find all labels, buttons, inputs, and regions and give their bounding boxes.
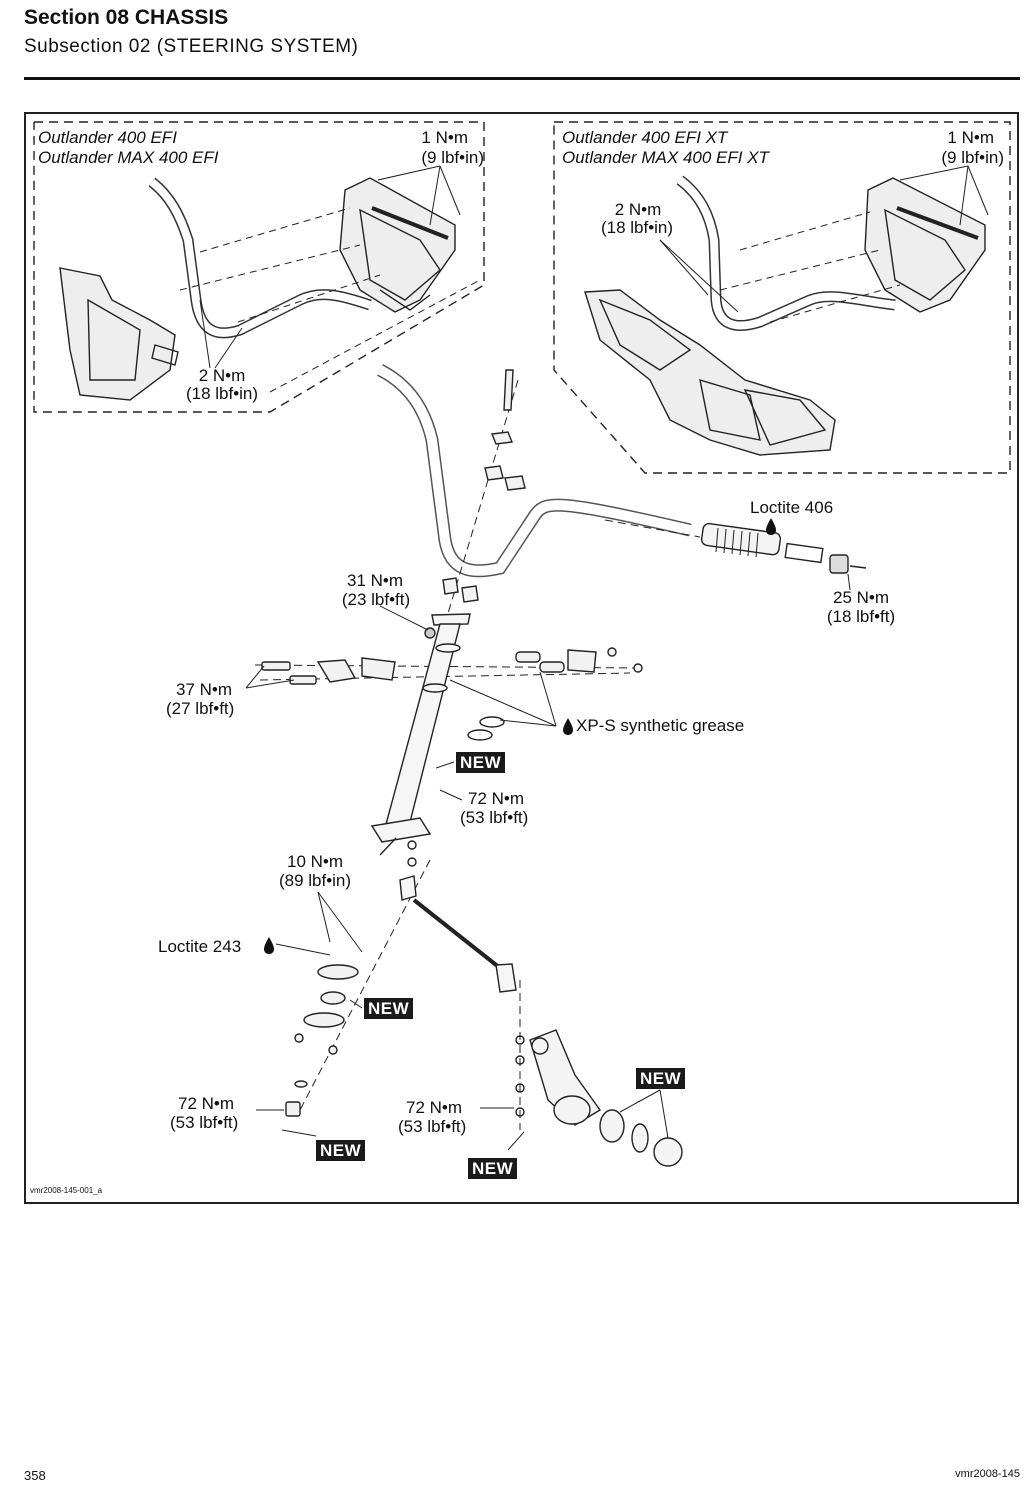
torque-72nm-column: 72 N•m — [468, 789, 525, 808]
torque-27lbfft: (27 lbf•ft) — [166, 699, 235, 718]
torque-89lbfin: (89 lbf•in) — [278, 871, 352, 890]
new-badge-bearing: NEW — [364, 998, 414, 1019]
bushing-hardware-right — [515, 647, 643, 673]
loctite-406-label: Loctite 406 — [750, 498, 834, 517]
inset-left-switch-housing — [339, 177, 456, 313]
grip-assembly — [700, 522, 867, 574]
bushing-hardware-left — [261, 657, 396, 685]
inset-left-torque-9lbfin: (9 lbf•in) — [421, 148, 484, 167]
header-rule — [24, 77, 1020, 80]
inset-right-switch-housing — [864, 177, 986, 313]
inset-right-leaders — [659, 165, 989, 313]
figure-code: vmr2008-145-001_a — [30, 1186, 103, 1195]
loctite-243-label: Loctite 243 — [158, 937, 242, 956]
inset-left-cover — [59, 267, 179, 401]
inset-right-torque-9lbfin: (9 lbf•in) — [941, 148, 1004, 167]
torque-31nm: 31 N•m — [346, 571, 404, 590]
torque-18lbfft: (18 lbf•ft) — [826, 607, 896, 626]
new-badge-seal: NEW — [456, 752, 506, 773]
inset-left-torque-1nm: 1 N•m — [421, 128, 468, 147]
inset-left-border — [33, 121, 485, 413]
torque-72nm-pitman: 72 N•m — [406, 1098, 463, 1117]
tie-rod — [399, 840, 517, 993]
callout-leaders — [245, 573, 851, 1151]
torque-53lbfft-lower: (53 lbf•ft) — [170, 1113, 239, 1132]
xps-grease-label: XP-S synthetic grease — [576, 716, 745, 735]
torque-10nm: 10 N•m — [286, 852, 344, 871]
inset-right-torque-1nm: 1 N•m — [947, 128, 994, 147]
inset-right-cover — [584, 289, 836, 456]
drop-icon — [766, 518, 776, 535]
torque-23lbfft: (23 lbf•ft) — [341, 590, 411, 609]
inset-left-model-1: Outlander 400 EFI — [38, 128, 177, 147]
inset-left-torque-2nm: 2 N•m — [198, 366, 246, 385]
new-badge-nut-lower: NEW — [316, 1140, 366, 1161]
inset-left-torque-18lbfin: (18 lbf•in) — [185, 384, 259, 403]
inset-right-model-1: Outlander 400 EFI XT — [562, 128, 728, 147]
page-number: 358 — [24, 1468, 46, 1483]
pitman-washers — [515, 1035, 525, 1117]
drop-icon — [563, 718, 573, 735]
torque-25nm: 25 N•m — [832, 588, 890, 607]
torque-72nm-lower: 72 N•m — [178, 1094, 235, 1113]
torque-53lbfft-pitman: (53 lbf•ft) — [398, 1117, 467, 1136]
loctite-drop-icons — [264, 518, 776, 954]
new-badge-pitman-bearings: NEW — [636, 1068, 686, 1089]
section-title: Section 08 CHASSIS — [24, 6, 229, 29]
pitman-arm — [529, 1029, 683, 1167]
inset-right-handlebar — [676, 175, 896, 331]
inset-left-handlebar — [148, 177, 372, 339]
handlebar-clamps — [442, 369, 526, 603]
torque-37nm: 37 N•m — [176, 680, 233, 699]
inset-right-torque-18lbfin: (18 lbf•in) — [600, 218, 674, 237]
steering-column — [370, 613, 471, 856]
drop-icon — [264, 937, 274, 954]
figure-frame — [24, 112, 1019, 1204]
lower-bearing-stack — [285, 964, 359, 1117]
torque-53lbfft-column: (53 lbf•ft) — [460, 808, 529, 827]
inset-right-torque-2nm: 2 N•m — [614, 200, 662, 219]
o-rings — [467, 716, 505, 741]
inset-left-model-2: Outlander MAX 400 EFI — [38, 148, 219, 167]
main-handlebar — [376, 364, 692, 578]
inset-right-border — [553, 121, 1011, 474]
new-badge-pitman-nut: NEW — [468, 1158, 518, 1179]
inset-left-leaders — [199, 165, 461, 369]
document-reference: vmr2008-145 — [955, 1468, 1020, 1480]
subsection-title: Subsection 02 (STEERING SYSTEM) — [24, 36, 359, 57]
inset-right-model-2: Outlander MAX 400 EFI XT — [562, 148, 769, 167]
